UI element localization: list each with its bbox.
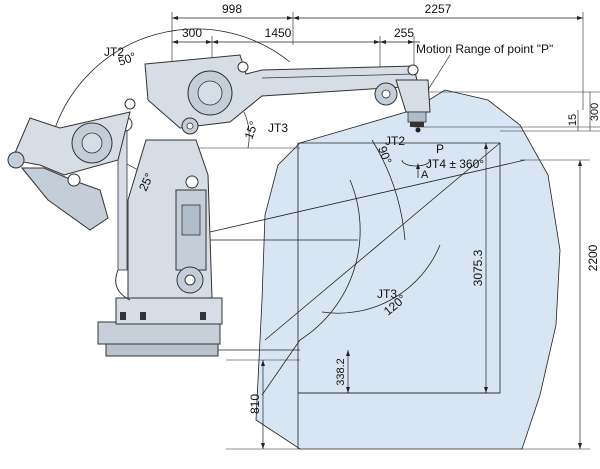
arrow bbox=[484, 143, 488, 149]
dim-810: 810 bbox=[248, 394, 262, 414]
arrow bbox=[408, 40, 414, 44]
range-diagonal-1 bbox=[209, 159, 526, 233]
dim-2200: 2200 bbox=[586, 244, 600, 271]
label-jt2-mid: JT2 bbox=[385, 134, 405, 148]
jt2-range-arc bbox=[371, 139, 406, 241]
arrow bbox=[346, 350, 350, 356]
label-point-p: P bbox=[436, 142, 444, 156]
jt3-15-arc bbox=[243, 111, 250, 149]
arrow bbox=[346, 387, 350, 393]
dim-3075-3: 3075.3 bbox=[471, 249, 485, 286]
label-jt3-top: JT3 bbox=[268, 121, 288, 135]
dim-15: 15 bbox=[567, 114, 579, 126]
arrow bbox=[374, 40, 380, 44]
robot-wrist bbox=[374, 79, 431, 127]
jt3-upper-arc bbox=[299, 179, 361, 341]
label-jt3-bottom: JT3 bbox=[377, 287, 397, 301]
arrow bbox=[287, 16, 293, 20]
label-angle-50: 50° bbox=[116, 49, 138, 68]
jt4-rotation-arc bbox=[401, 159, 431, 167]
arrow bbox=[578, 443, 582, 449]
robot-column bbox=[115, 98, 213, 301]
jt3-range-arc bbox=[321, 244, 441, 314]
range-diagonal-3 bbox=[261, 339, 301, 396]
label-motion-range: Motion Range of point "P" bbox=[416, 42, 553, 56]
label-angle-15: 15° bbox=[242, 119, 261, 141]
arrow bbox=[172, 40, 178, 44]
motion-range-area bbox=[255, 89, 561, 450]
arrow bbox=[293, 16, 299, 20]
label-angle-90: 90° bbox=[375, 144, 394, 166]
robot-arm-raised-ghost bbox=[7, 111, 131, 231]
range-diagonal-2 bbox=[264, 142, 501, 341]
label-view-a: A bbox=[421, 169, 429, 181]
dim-338-2: 338.2 bbox=[335, 358, 347, 386]
arrow bbox=[261, 443, 265, 449]
dim-2257: 2257 bbox=[425, 2, 452, 16]
label-jt2-top: JT2 bbox=[104, 45, 124, 59]
arrow bbox=[578, 160, 582, 166]
arrow bbox=[261, 360, 265, 366]
arrow bbox=[212, 40, 218, 44]
motion-range-leader bbox=[427, 54, 451, 91]
dim-1450: 1450 bbox=[265, 26, 292, 40]
dim-300-right: 300 bbox=[589, 103, 600, 121]
arrow bbox=[172, 16, 178, 20]
arrow bbox=[577, 16, 583, 20]
dim-998: 998 bbox=[222, 2, 242, 16]
point-p-marker bbox=[415, 127, 421, 133]
arrow bbox=[484, 387, 488, 393]
arrow bbox=[416, 163, 420, 169]
robot-base bbox=[97, 297, 223, 357]
jt2-outer-arc bbox=[54, 28, 291, 129]
arrow bbox=[380, 40, 386, 44]
dim-255: 255 bbox=[394, 26, 414, 40]
arrow bbox=[206, 40, 212, 44]
label-jt4: JT4 ± 360° bbox=[426, 157, 484, 171]
dim-300: 300 bbox=[182, 26, 202, 40]
